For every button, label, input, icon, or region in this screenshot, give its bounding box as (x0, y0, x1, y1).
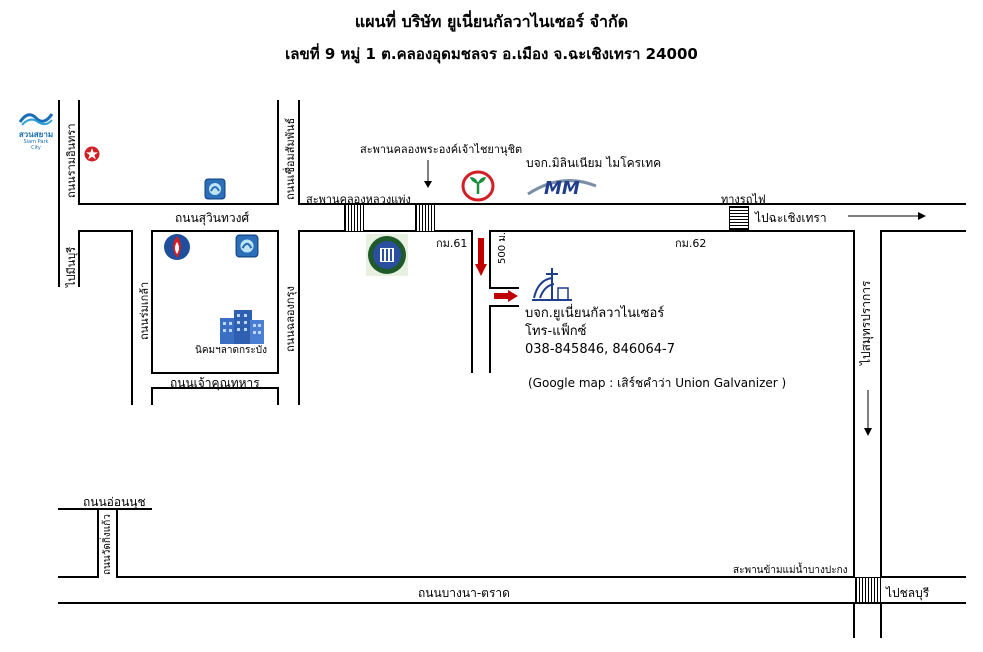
red-arrow-right-icon (494, 290, 518, 302)
union-galvanizer-logo-icon (532, 268, 572, 301)
road-samutprakan-right (880, 230, 882, 577)
label-500m: 500 ม. (497, 231, 508, 264)
road-soi-branch-top (489, 287, 519, 289)
label-suwinthawong: ถนนสุวินทวงศ์ (175, 211, 250, 225)
arrow-right-icon (848, 212, 926, 220)
label-wat-king-kaeo: ถนนวัดกิ่งแก้ว (102, 514, 113, 575)
company-name: บจก.ยูเนี่ยนกัลวาไนเซอร์ (525, 306, 665, 321)
address: เลขที่ 9 หมู่ 1 ต.คลองอุดมชลจร อ.เมือง จ… (285, 45, 698, 63)
company-contact-label: โทร-แฟ็กซ์ (525, 324, 587, 339)
gas-station-icon (235, 234, 259, 258)
label-km62: กม.62 (675, 237, 707, 250)
label-chao-khun-thahan: ถนนเจ้าคุณทหาร (170, 376, 260, 390)
road-onnut-north (58, 508, 152, 510)
label-bridge-bang-pakong: สะพานข้ามแม่น้ำบางปะกง (733, 565, 848, 576)
ptt-flame-icon (164, 234, 190, 260)
arrow-bridge-pointer-icon (424, 160, 432, 188)
label-to-samut-prakan: ไปสมุทรปราการ (859, 280, 873, 366)
road-romklao-left (131, 230, 133, 405)
siam-park-logo-icon: สวนสยาม Siam Park City (18, 108, 54, 151)
map-title: แผนที่ บริษัท ยูเนี่ยนกัลวาไนเซอร์ จำกัด (354, 12, 629, 31)
kbank-logo-icon (461, 170, 495, 202)
mm-logo-text: MM (544, 178, 580, 199)
label-to-chachoengsao: ไปฉะเชิงเทรา (755, 211, 827, 225)
road-chueam-left (277, 100, 279, 205)
road-chaokhun-south-r (277, 387, 279, 405)
road-chalong-right (298, 230, 300, 405)
road-suwin-north-right (298, 203, 966, 205)
road-bangna-north-right (880, 576, 966, 578)
road-samutprakan-left (853, 230, 855, 577)
label-to-chonburi: ไปชลบุรี (886, 586, 930, 600)
road-chalong-left (277, 230, 279, 373)
road-bangna-south (58, 602, 966, 604)
company-info: บจก.ยูเนี่ยนกัลวาไนเซอร์ โทร-แฟ็กซ์ 038-… (525, 305, 675, 359)
road-bangna-north-left (58, 576, 99, 578)
arrow-down-icon (864, 390, 872, 436)
road-chaokhun-south (151, 387, 279, 389)
road-ramintra-right-lower (78, 230, 80, 287)
road-bangna-north-mid (116, 576, 855, 578)
road-suwin-south-right1 (298, 230, 471, 232)
road-soi-right-top (489, 230, 491, 288)
label-lat-krabang: นิคมฯลาดกระบัง (195, 345, 267, 356)
road-ramintra-right (78, 100, 80, 205)
road-chonburi-down-right (880, 602, 882, 638)
label-railway: ทางรถไฟ (721, 193, 766, 206)
label-mm-company: บจก.มิลินเนียม ไมโครเทค (526, 156, 662, 170)
gas-station-icon (204, 178, 226, 200)
road-suwin-south-right3 (880, 230, 966, 232)
road-soi-right-bottom (489, 305, 491, 373)
siam-park-logo-subtext: Siam Park City (23, 139, 49, 151)
road-chueam-right (298, 100, 300, 205)
label-ramintra: ถนนรามอินทรา (65, 123, 78, 199)
label-bridge-khlong-luang-phaeng: สะพานคลองหลวงแพ่ง (306, 193, 411, 206)
bridge-khlong-luang-phaeng (344, 204, 364, 232)
road-ramintra-left (58, 100, 60, 287)
bridge-bang-pakong (855, 577, 881, 603)
red-arrow-down-icon (475, 238, 487, 276)
bridge-khlong-prawet (415, 204, 435, 232)
label-romklao: ถนนร่มเกล้า (138, 281, 151, 340)
road-soi-branch-bottom (489, 305, 519, 307)
road-onnut-right (116, 508, 118, 578)
label-chalong-krung: ถนนฉลองกรุง (284, 286, 297, 352)
road-suwin-south-left (78, 230, 132, 232)
label-chueam-samphan: ถนนเชื่อมสัมพันธ์ (284, 117, 297, 200)
siam-park-logo-text: สวนสยาม (18, 130, 54, 139)
road-chaokhun-south-l (151, 387, 153, 405)
road-soi-left (471, 230, 473, 373)
road-suwin-south-right2 (489, 230, 854, 232)
label-bangna-trad: ถนนบางนา-ตราด (418, 586, 510, 600)
road-suwin-north-left (78, 203, 277, 205)
railway-crossing (729, 206, 749, 230)
road-romklao-right (151, 230, 153, 373)
caltex-star-icon (84, 146, 100, 162)
industrial-estate-building-icon (220, 310, 264, 344)
road-chonburi-down-left (853, 602, 855, 638)
university-seal-icon (366, 234, 408, 276)
google-map-hint: (Google map : เสิร์ชคำว่า Union Galvaniz… (528, 376, 787, 390)
road-chaokhun-north (151, 372, 279, 374)
label-km61: กม.61 (436, 237, 468, 250)
road-onnut-left (97, 508, 99, 578)
company-phone: 038-845846, 846064-7 (525, 342, 675, 357)
label-bridge-khlong-prawet: สะพานคลองพระองค์เจ้าไชยานุชิต (360, 143, 523, 156)
label-to-minburi: ไปมีนบุรี (65, 246, 78, 287)
road-suwin-south-mid (151, 230, 278, 232)
mm-logo-icon: MM (526, 176, 598, 200)
label-on-nut: ถนนอ่อนนุช (83, 495, 146, 509)
